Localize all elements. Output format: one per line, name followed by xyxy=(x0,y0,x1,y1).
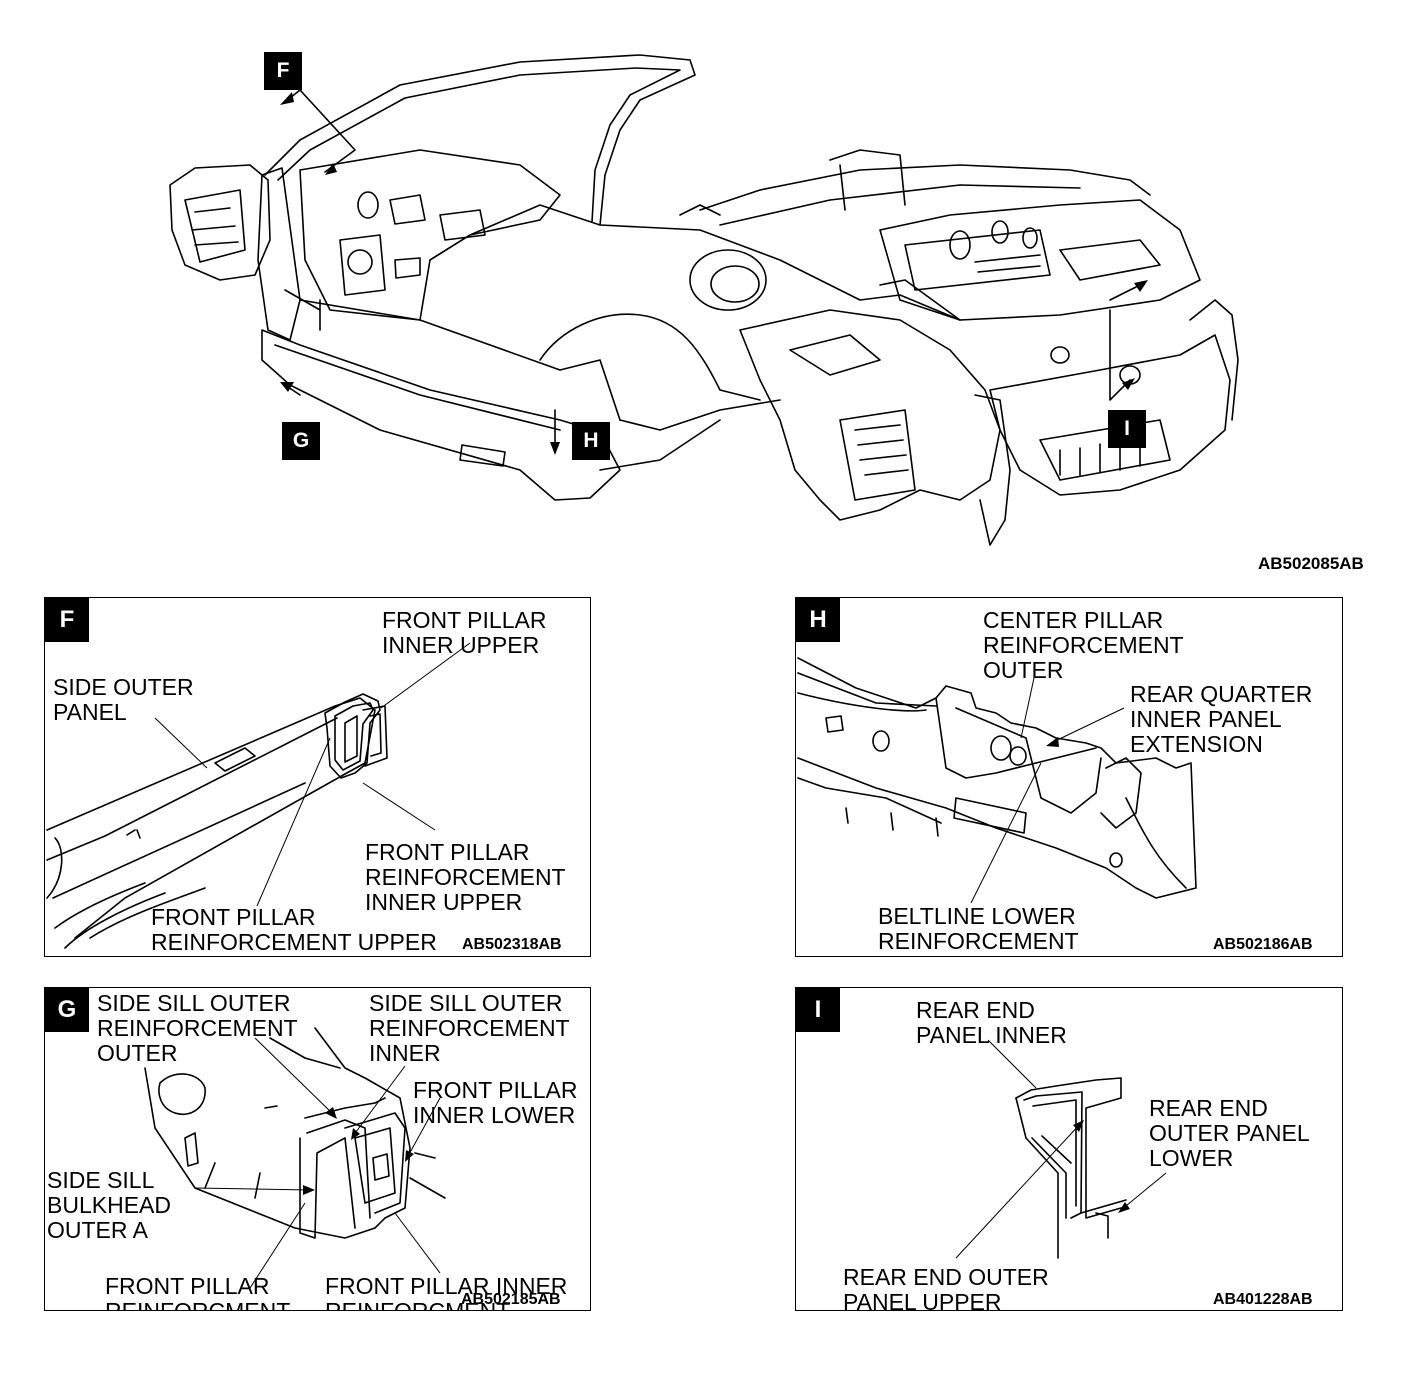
panel-f-code: AB502318AB xyxy=(462,936,562,953)
label-center-pillar-reinforcement-outer: CENTER PILLAR REINFORCEMENT OUTER xyxy=(983,607,1184,683)
callout-h-tag: H xyxy=(572,422,610,460)
callout-f-tag: F xyxy=(264,52,302,90)
panel-g-illustration xyxy=(144,1027,446,1289)
panel-i-illustration xyxy=(955,1039,1167,1259)
detail-panel-i: I REAR END PANEL INNER REAR END OUTER PA… xyxy=(795,987,1343,1311)
label-front-pillar-reinforcement-upper: FRONT PILLAR REINFORCEMENT UPPER xyxy=(151,904,437,955)
panel-f-tag: F xyxy=(45,598,89,642)
main-figure-code: AB502085AB xyxy=(1258,554,1364,573)
label-rear-end-outer-panel-upper: REAR END OUTER PANEL UPPER xyxy=(843,1264,1049,1311)
panel-g-code: AB502185AB xyxy=(461,1291,561,1308)
panel-f-illustration xyxy=(46,642,471,949)
label-side-sill-outer-reinforcement-outer: SIDE SILL OUTER REINFORCEMENT OUTER xyxy=(97,990,298,1066)
label-rear-end-panel-inner: REAR END PANEL INNER xyxy=(916,997,1067,1048)
panel-i-code: AB401228AB xyxy=(1213,1291,1313,1308)
panel-i-tag: I xyxy=(796,988,840,1032)
detail-panel-f: F FRONT PILLAR INNER UPPER SIDE OUTER PA… xyxy=(44,597,591,957)
label-front-pillar-inner-upper: FRONT PILLAR INNER UPPER xyxy=(382,607,547,658)
label-side-sill-outer-reinforcement-inner: SIDE SILL OUTER REINFORCEMENT INNER xyxy=(369,990,570,1066)
label-front-pillar-reinforcement-inner-upper: FRONT PILLAR REINFORCEMENT INNER UPPER xyxy=(365,839,566,915)
label-beltline-lower-reinforcement: BELTLINE LOWER REINFORCEMENT xyxy=(878,903,1079,954)
callout-i-tag: I xyxy=(1108,410,1146,448)
label-rear-quarter-inner-panel-extension: REAR QUARTER INNER PANEL EXTENSION xyxy=(1130,681,1313,757)
panel-h-illustration xyxy=(797,657,1197,904)
detail-panel-h: H CENTER PILLAR REINFORCEMENT OUTER REAR… xyxy=(795,597,1343,957)
panel-h-tag: H xyxy=(796,598,840,642)
panel-h-code: AB502186AB xyxy=(1213,936,1313,953)
label-side-sill-bulkhead-outer-a: SIDE SILL BULKHEAD OUTER A xyxy=(47,1167,171,1243)
label-front-pillar-reinforcment-upper: FRONT PILLAR REINFORCMENT UPPER xyxy=(105,1273,291,1311)
label-front-pillar-inner-reinforcment-lower: FRONT PILLAR INNER REINFORCMENT LOWER xyxy=(325,1273,568,1311)
panel-g-tag: G xyxy=(45,988,89,1032)
label-rear-end-outer-panel-lower: REAR END OUTER PANEL LOWER xyxy=(1149,1095,1310,1171)
car-body-overview-illustration xyxy=(169,54,1239,546)
detail-panel-g: G SIDE SILL OUTER REINFORCEMENT OUTER SI… xyxy=(44,987,591,1311)
label-front-pillar-inner-lower: FRONT PILLAR INNER LOWER xyxy=(413,1077,578,1128)
callout-g-tag: G xyxy=(282,422,320,460)
label-side-outer-panel: SIDE OUTER PANEL xyxy=(53,674,194,725)
